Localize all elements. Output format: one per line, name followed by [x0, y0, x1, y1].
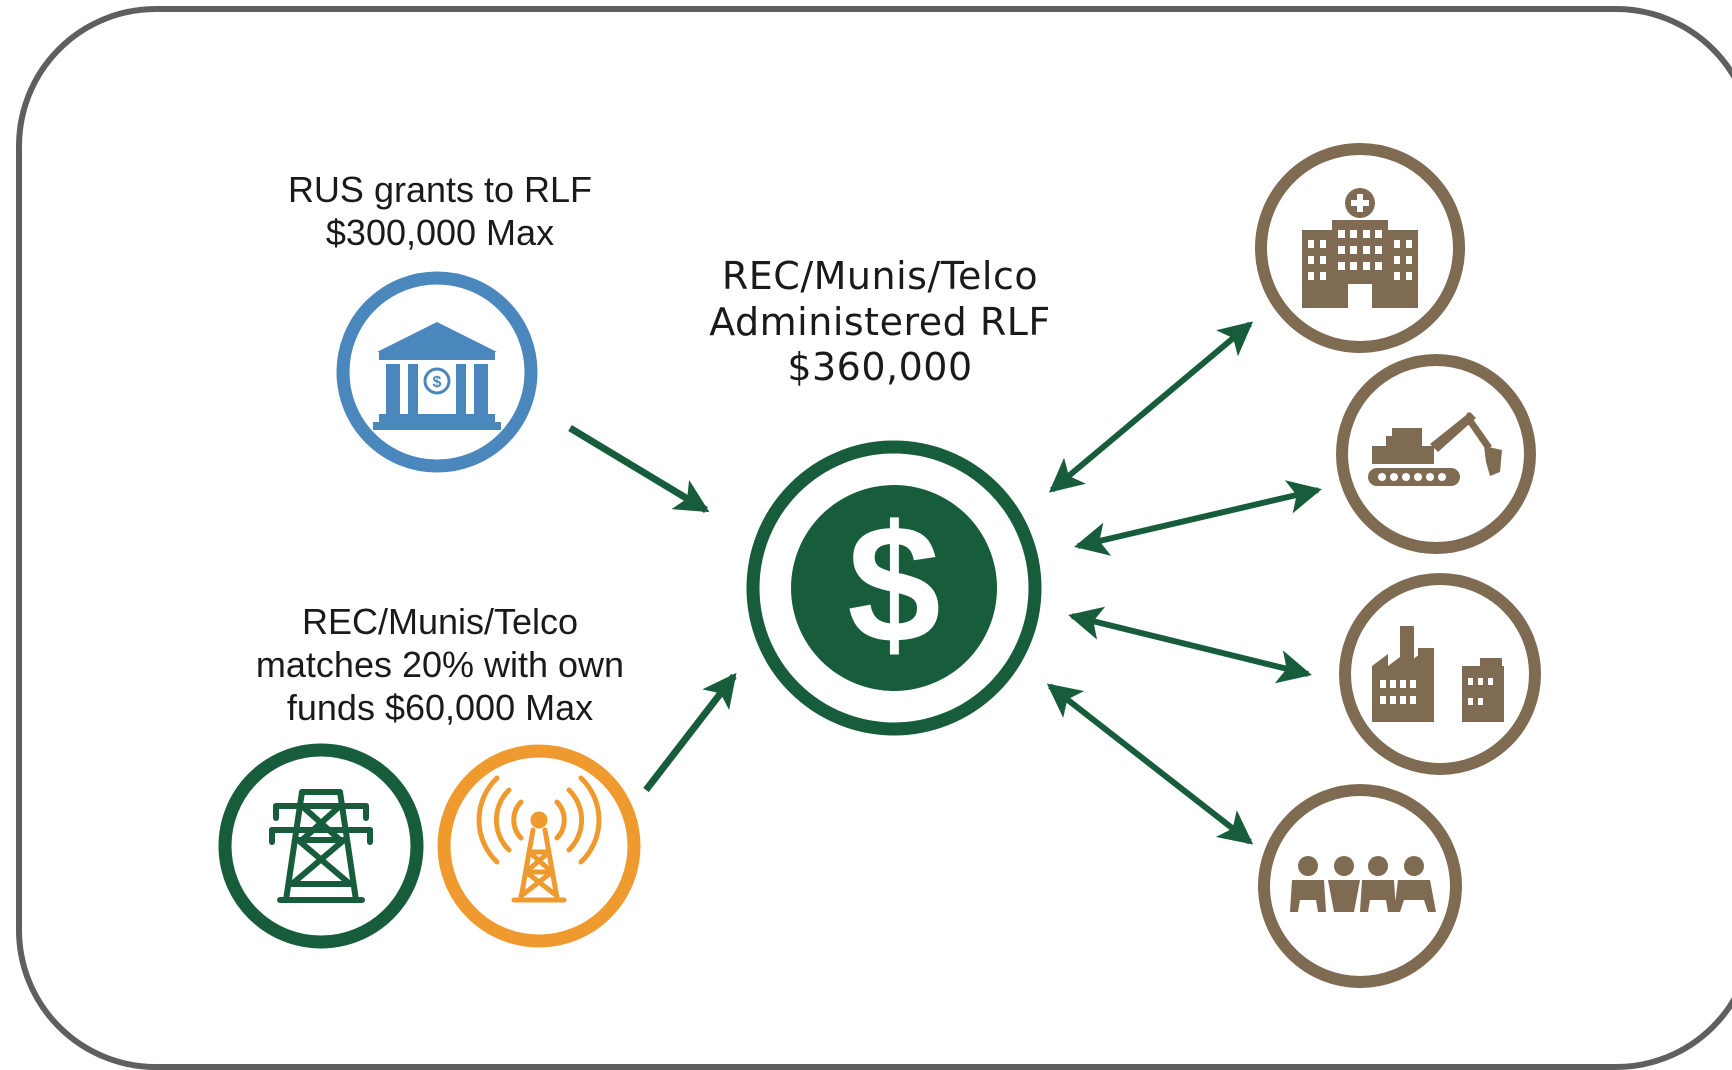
bank-icon: $ [373, 322, 501, 430]
arrow-rus-to-rlf [568, 425, 710, 513]
match-funds-label: REC/Munis/Telco matches 20% with own fun… [220, 600, 660, 730]
antenna-icon [476, 775, 602, 903]
match-line3: funds $60,000 Max [286, 687, 594, 729]
arrow-rlf-people [1046, 683, 1254, 845]
arrow-rlf-factory [1068, 606, 1312, 684]
arrow-rlf-hospital [1048, 321, 1254, 493]
center-line3: $360,000 [787, 345, 973, 390]
arrow-rlf-excavator [1074, 480, 1322, 556]
factory-node [1339, 573, 1541, 775]
svg-text:$: $ [433, 374, 442, 391]
power-tower-icon [269, 789, 373, 903]
dollar-icon: $ [847, 490, 940, 678]
hospital-icon [1302, 188, 1418, 308]
rec-tower-node [218, 743, 424, 949]
rus-line2: $300,000 Max [325, 212, 555, 254]
match-line2: matches 20% with own [255, 644, 625, 686]
center-line2: Administered RLF [709, 299, 1051, 344]
center-rlf-node: $ [746, 440, 1042, 736]
hospital-node [1255, 143, 1465, 353]
rus-line1: RUS grants to RLF [287, 169, 593, 210]
svg-text:$: $ [847, 490, 940, 678]
administered-rlf-label: REC/Munis/Telco Administered RLF $360,00… [660, 254, 1100, 391]
people-icon [1290, 856, 1436, 912]
arrow-match-to-rlf [643, 672, 737, 793]
telco-antenna-node [437, 744, 641, 948]
match-line1: REC/Munis/Telco [301, 601, 579, 642]
excavator-icon [1368, 412, 1502, 486]
rus-bank-node: $ [336, 271, 538, 473]
rus-grants-label: RUS grants to RLF $300,000 Max [270, 168, 610, 254]
center-line1: REC/Munis/Telco [721, 254, 1039, 298]
excavator-node [1336, 354, 1536, 554]
people-node [1258, 784, 1462, 988]
factory-icon [1372, 626, 1504, 722]
